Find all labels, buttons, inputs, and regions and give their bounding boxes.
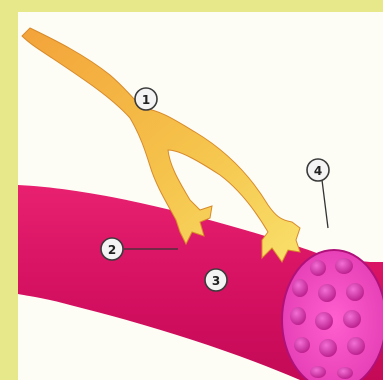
myofibril [337,367,353,379]
myofibril [292,279,308,297]
myofibril [310,260,326,276]
myofibril [347,337,365,355]
label-1: 1 [135,88,157,110]
myofibril [310,366,326,378]
myofibril [315,312,333,330]
label-1-text: 1 [142,93,150,107]
myofibril [319,339,337,357]
label-3: 3 [205,269,227,291]
leader-line-4 [322,180,328,228]
label-4: 4 [307,159,329,181]
myofibril [290,307,306,325]
myofibril [318,284,336,302]
label-2: 2 [101,238,123,260]
label-3-text: 3 [212,274,220,288]
myofibril [346,283,364,301]
label-2-text: 2 [108,243,116,257]
myofibril [343,310,361,328]
myofibril [335,258,353,274]
myofibril [294,337,310,353]
label-4-text: 4 [314,164,322,178]
